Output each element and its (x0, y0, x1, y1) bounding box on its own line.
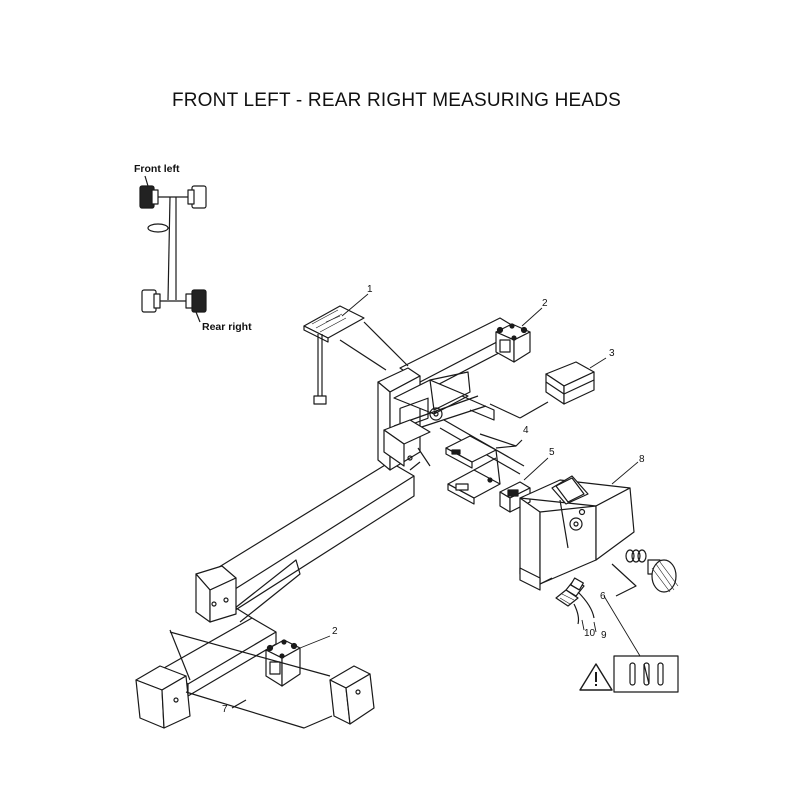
center-ellipse (147, 223, 169, 233)
part-3-box (489, 361, 595, 419)
part-8-cover-housing (519, 475, 635, 591)
callout-1: 1 (367, 284, 373, 295)
front-left-label: Front left (134, 163, 180, 175)
callout-3: 3 (609, 348, 615, 359)
callout-2-upper: 2 (542, 298, 548, 309)
part-6-knob (611, 549, 679, 597)
callout-leaders (299, 293, 641, 657)
part-1-label-plate (303, 305, 409, 405)
part-2-upper-sensor (495, 323, 531, 363)
warning-seal-group (579, 655, 679, 693)
rear-right-wheel (191, 289, 207, 313)
callout-2-lower: 2 (332, 626, 338, 637)
head-unit (377, 317, 525, 475)
callout-9: 9 (601, 630, 607, 641)
part-4-circuit-board (445, 433, 523, 505)
page-title: FRONT LEFT - REAR RIGHT MEASURING HEADS (171, 90, 622, 111)
callout-7: 7 (222, 704, 228, 715)
callout-10: 10 (584, 628, 596, 639)
callout-6: 6 (600, 591, 606, 602)
beam-end-block (195, 565, 237, 623)
part-7-end-covers (135, 629, 375, 729)
vehicle-schematic (139, 175, 207, 323)
warning-exclamation (595, 672, 597, 686)
parts-9-10-connectors (555, 577, 595, 625)
callout-4: 4 (523, 425, 529, 436)
rear-right-label: Rear right (202, 321, 252, 333)
callout-8: 8 (639, 454, 645, 465)
callout-5: 5 (549, 447, 555, 458)
